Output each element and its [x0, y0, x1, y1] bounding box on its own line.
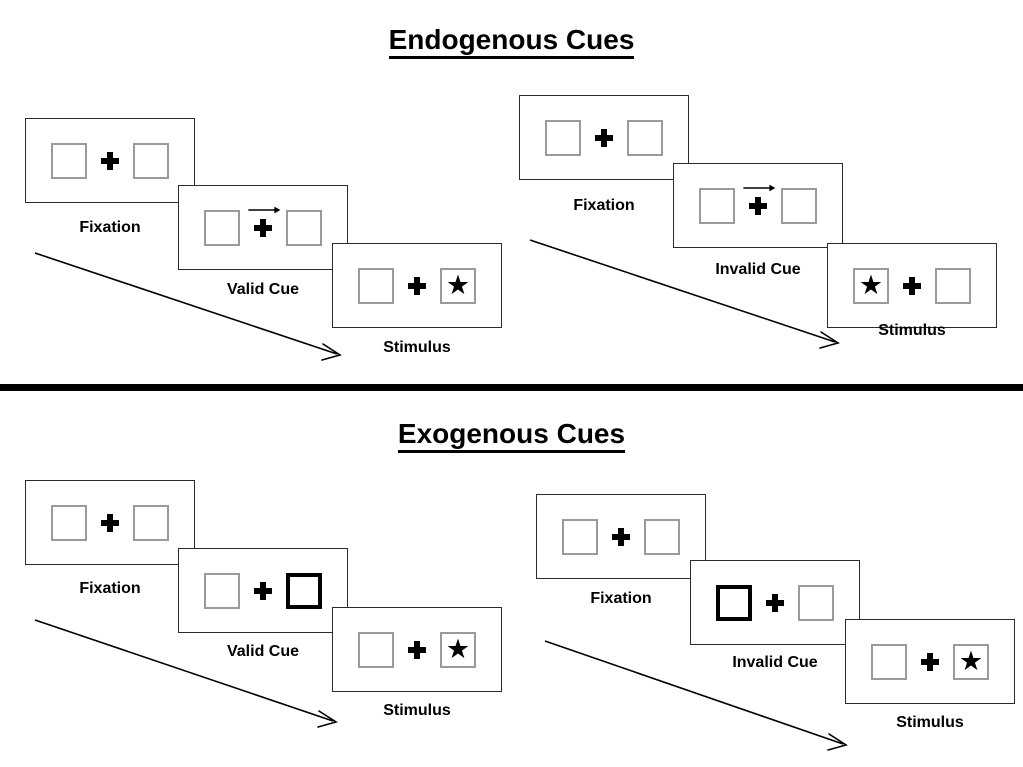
- right-box: [133, 142, 169, 179]
- right-box: [644, 518, 680, 555]
- label-endogenous-valid-cue: Valid Cue: [226, 281, 300, 298]
- panel-content: [51, 504, 169, 541]
- panel-content: ★: [358, 267, 476, 304]
- label-endogenous-invalid-cue: Invalid Cue: [715, 261, 801, 278]
- arrow-right-cue-icon: [743, 184, 776, 191]
- label-endogenous-valid-fixation: Fixation: [79, 219, 141, 236]
- right-box: [133, 504, 169, 541]
- panel-content: [716, 584, 834, 621]
- left-box: [871, 643, 907, 680]
- section-title-endogenous-text: Endogenous Cues: [388, 24, 635, 59]
- left-box: [699, 187, 735, 224]
- panel-content: [51, 142, 169, 179]
- right-box-with-target: ★: [440, 631, 476, 668]
- left-box: [358, 267, 394, 304]
- panel-content: ★: [871, 643, 989, 680]
- fixation-cross-icon: [101, 151, 119, 170]
- right-box: [286, 209, 322, 246]
- right-box: [781, 187, 817, 224]
- section-title-endogenous: Endogenous Cues: [0, 24, 1023, 59]
- fixation-cross-icon: [766, 593, 784, 612]
- label-endogenous-invalid-stimulus: Stimulus: [878, 322, 946, 339]
- left-box: [545, 119, 581, 156]
- label-endogenous-invalid-fixation: Fixation: [573, 197, 635, 214]
- fixation-cross-icon: [408, 276, 426, 295]
- panel-endogenous-valid-fixation: [25, 118, 195, 203]
- fixation-cross-icon: [248, 206, 281, 237]
- left-box: [204, 209, 240, 246]
- label-endogenous-valid-stimulus: Stimulus: [383, 339, 451, 356]
- section-title-exogenous: Exogenous Cues: [0, 418, 1023, 453]
- right-box-with-target: ★: [953, 643, 989, 680]
- left-box: [51, 504, 87, 541]
- time-arrow-endogenous-invalid: [529, 239, 836, 343]
- label-exogenous-invalid-fixation: Fixation: [590, 590, 652, 607]
- panel-content: ★: [358, 631, 476, 668]
- panel-endogenous-valid-cue: [178, 185, 348, 270]
- fixation-cross-icon: [612, 527, 630, 546]
- fixation-cross-icon: [595, 128, 613, 147]
- panel-content: [545, 119, 663, 156]
- label-exogenous-invalid-cue: Invalid Cue: [732, 654, 818, 671]
- star-icon: ★: [958, 645, 984, 676]
- time-arrow-exogenous-valid: [34, 619, 334, 722]
- star-icon: ★: [858, 269, 884, 300]
- left-box: [51, 142, 87, 179]
- panel-content: [204, 572, 322, 609]
- label-exogenous-valid-cue: Valid Cue: [226, 643, 300, 660]
- panel-endogenous-valid-stimulus: ★: [332, 243, 502, 328]
- label-exogenous-valid-fixation: Fixation: [79, 580, 141, 597]
- panel-content: ★: [853, 267, 971, 304]
- panel-content: [562, 518, 680, 555]
- panel-endogenous-invalid-stimulus: ★: [827, 243, 997, 328]
- star-icon: ★: [445, 269, 471, 300]
- right-box: [935, 267, 971, 304]
- left-box-cued: [716, 584, 752, 621]
- right-box: [627, 119, 663, 156]
- panel-endogenous-invalid-fixation: [519, 95, 689, 180]
- section-title-exogenous-text: Exogenous Cues: [397, 418, 626, 453]
- star-icon: ★: [445, 633, 471, 664]
- left-box-with-target: ★: [853, 267, 889, 304]
- label-exogenous-invalid-stimulus: Stimulus: [896, 714, 964, 731]
- right-box: [798, 584, 834, 621]
- panel-exogenous-valid-cue: [178, 548, 348, 633]
- fixation-cross-icon: [101, 513, 119, 532]
- panel-endogenous-invalid-cue: [673, 163, 843, 248]
- fixation-cross-icon: [903, 276, 921, 295]
- panel-exogenous-valid-fixation: [25, 480, 195, 565]
- fixation-cross-icon: [743, 184, 776, 215]
- right-box-with-target: ★: [440, 267, 476, 304]
- time-arrowhead-exogenous-invalid: [827, 733, 848, 751]
- section-divider: [0, 384, 1023, 391]
- fixation-cross-icon: [254, 581, 272, 600]
- panel-exogenous-invalid-stimulus: ★: [845, 619, 1015, 704]
- left-box: [562, 518, 598, 555]
- panel-exogenous-invalid-cue: [690, 560, 860, 645]
- panel-content: [204, 206, 322, 246]
- arrow-right-cue-icon: [248, 206, 281, 213]
- left-box: [358, 631, 394, 668]
- label-exogenous-valid-stimulus: Stimulus: [383, 702, 451, 719]
- left-box: [204, 572, 240, 609]
- panel-content: [699, 184, 817, 224]
- panel-exogenous-valid-stimulus: ★: [332, 607, 502, 692]
- panel-exogenous-invalid-fixation: [536, 494, 706, 579]
- fixation-cross-icon: [921, 652, 939, 671]
- fixation-cross-icon: [408, 640, 426, 659]
- right-box-cued: [286, 572, 322, 609]
